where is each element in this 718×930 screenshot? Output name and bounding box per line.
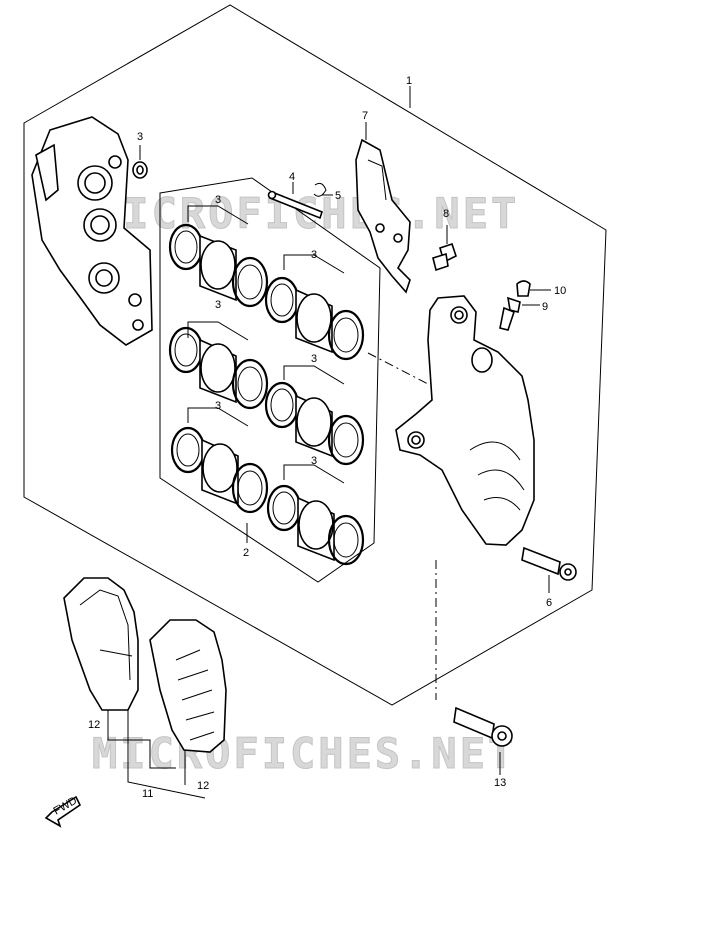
caliper-mounting-bolt-13 (453, 706, 513, 747)
label-8: 8 (443, 208, 449, 220)
callout-labels: 1 2 3 3 3 3 3 3 3 4 5 6 7 8 9 10 11 12 1… (88, 75, 566, 800)
brake-pad-left (63, 577, 139, 711)
watermark-top: MICROFICHES.NET (95, 189, 519, 238)
bleeder-valve (499, 296, 521, 331)
assembly-box-outline (23, 4, 607, 706)
label-3: 3 (311, 249, 317, 261)
label-6: 6 (546, 597, 552, 609)
label-7: 7 (362, 110, 368, 122)
leader-lines (107, 86, 551, 799)
label-3: 3 (311, 353, 317, 365)
pin-clip (313, 182, 327, 197)
label-3: 3 (311, 455, 317, 467)
label-5: 5 (335, 190, 341, 202)
seal-washer-left (132, 161, 148, 179)
label-9: 9 (542, 301, 548, 313)
caliper-right-half (395, 295, 535, 546)
label-3: 3 (215, 194, 221, 206)
label-12: 12 (197, 780, 209, 792)
label-3: 3 (215, 400, 221, 412)
label-3: 3 (137, 131, 143, 143)
center-axis-upper (367, 352, 431, 386)
bleeder-cap (516, 280, 531, 297)
caliper-left-half (31, 116, 153, 346)
forward-arrow-icon: FWD (44, 795, 82, 828)
bleeder-screw-bolt (432, 242, 457, 272)
label-10: 10 (554, 285, 566, 297)
caliper-mounting-bolt-6 (521, 546, 577, 581)
pad-pin (267, 190, 323, 220)
label-13: 13 (494, 777, 506, 789)
pad-spring (355, 138, 411, 294)
label-2: 2 (243, 547, 249, 559)
label-12: 12 (88, 719, 100, 731)
watermark-bottom: MICROFICHES.NET (92, 729, 516, 778)
label-1: 1 (406, 75, 412, 87)
brake-pad-right (149, 619, 227, 753)
label-11: 11 (142, 788, 153, 800)
piston-seal-set (168, 223, 365, 566)
label-4: 4 (289, 171, 295, 183)
label-3: 3 (215, 299, 221, 311)
piston-kit-box-outline (159, 177, 381, 583)
